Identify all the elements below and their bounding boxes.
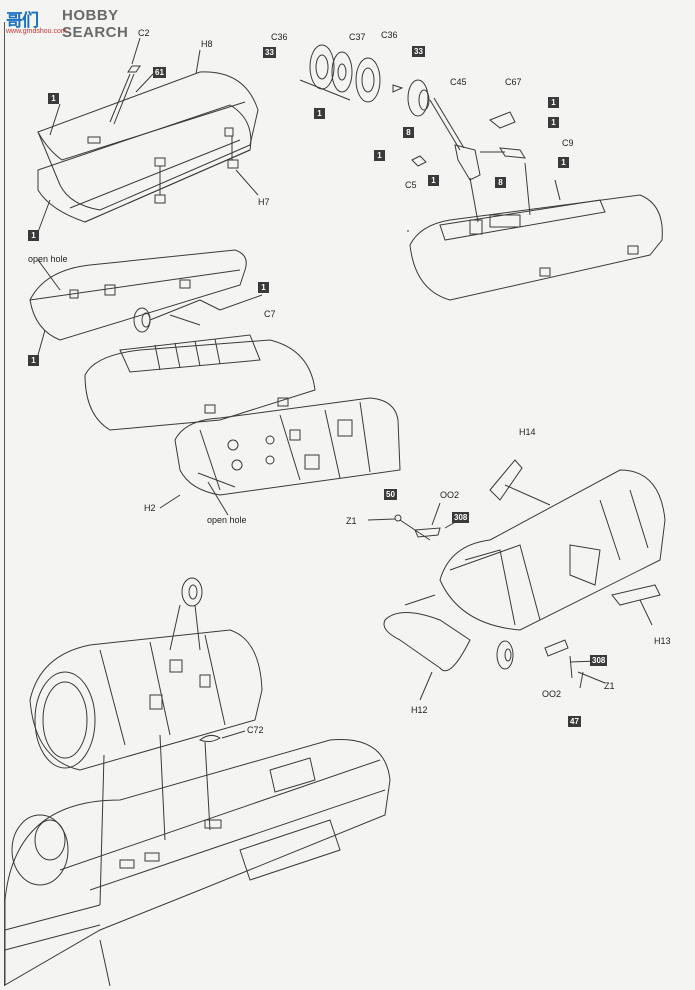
- part-badge-1: 1: [374, 150, 385, 161]
- part-badge-1: 1: [258, 282, 269, 293]
- part-badge-1: 1: [28, 230, 39, 241]
- logo-url: www.gmdshou.com: [6, 28, 67, 35]
- cowl-wheel-middle-left: [29, 249, 316, 431]
- part-badge-1: 1: [314, 108, 325, 119]
- label-h13: H13: [654, 636, 671, 646]
- wheel-assembly-top-right: [299, 44, 663, 301]
- label-c45: C45: [450, 77, 467, 87]
- part-badge-308: 308: [452, 512, 470, 523]
- watermark-logo: 哥们 HOBBY SEARCH www.gmdshou.com: [4, 2, 164, 41]
- label-h2: H2: [144, 503, 156, 513]
- part-badge-47: 47: [568, 716, 581, 727]
- label-z1a: Z1: [346, 516, 357, 526]
- label-c9: C9: [562, 138, 574, 148]
- label-c36a: C36: [271, 32, 288, 42]
- label-open-hole-mid: open hole: [207, 515, 247, 525]
- label-c67: C67: [505, 77, 522, 87]
- part-badge-1: 1: [558, 157, 569, 168]
- part-badge-61: 61: [153, 67, 166, 78]
- label-z1b: Z1: [604, 681, 615, 691]
- fuselage-bottom-assembly: [4, 577, 391, 987]
- logo-mark: 哥们: [6, 11, 39, 31]
- label-c36b: C36: [381, 30, 398, 40]
- label-oo2a: OO2: [440, 490, 460, 500]
- label-c7: C7: [264, 309, 276, 319]
- label-oo2b: OO2: [542, 689, 562, 699]
- part-badge-1: 1: [548, 97, 559, 108]
- part-badge-50: 50: [384, 489, 397, 500]
- logo-word: HOBBY SEARCH: [62, 7, 129, 41]
- part-badge-1: 1: [48, 93, 59, 104]
- part-badge-1: 1: [28, 355, 39, 366]
- part-badge-1: 1: [548, 117, 559, 128]
- label-h12: H12: [411, 705, 428, 715]
- label-c2: C2: [138, 28, 150, 38]
- label-h8: H8: [201, 39, 213, 49]
- part-badge-1: 1: [428, 175, 439, 186]
- part-badge-33: 33: [263, 47, 276, 58]
- label-h14: H14: [519, 427, 536, 437]
- part-badge-8: 8: [495, 177, 506, 188]
- part-badge-33: 33: [412, 46, 425, 57]
- fuselage-section-h2: [159, 397, 401, 516]
- label-c5: C5: [405, 180, 417, 190]
- label-c37: C37: [349, 32, 366, 42]
- label-h7: H7: [258, 197, 270, 207]
- cowl-assembly-top-left: [37, 37, 259, 233]
- wing-section-right: [367, 459, 666, 701]
- label-c72: C72: [247, 725, 264, 735]
- page-margin-line: [4, 22, 5, 986]
- part-badge-308: 308: [590, 655, 608, 666]
- part-badge-8: 8: [403, 127, 414, 138]
- label-open-hole-top: open hole: [28, 254, 68, 264]
